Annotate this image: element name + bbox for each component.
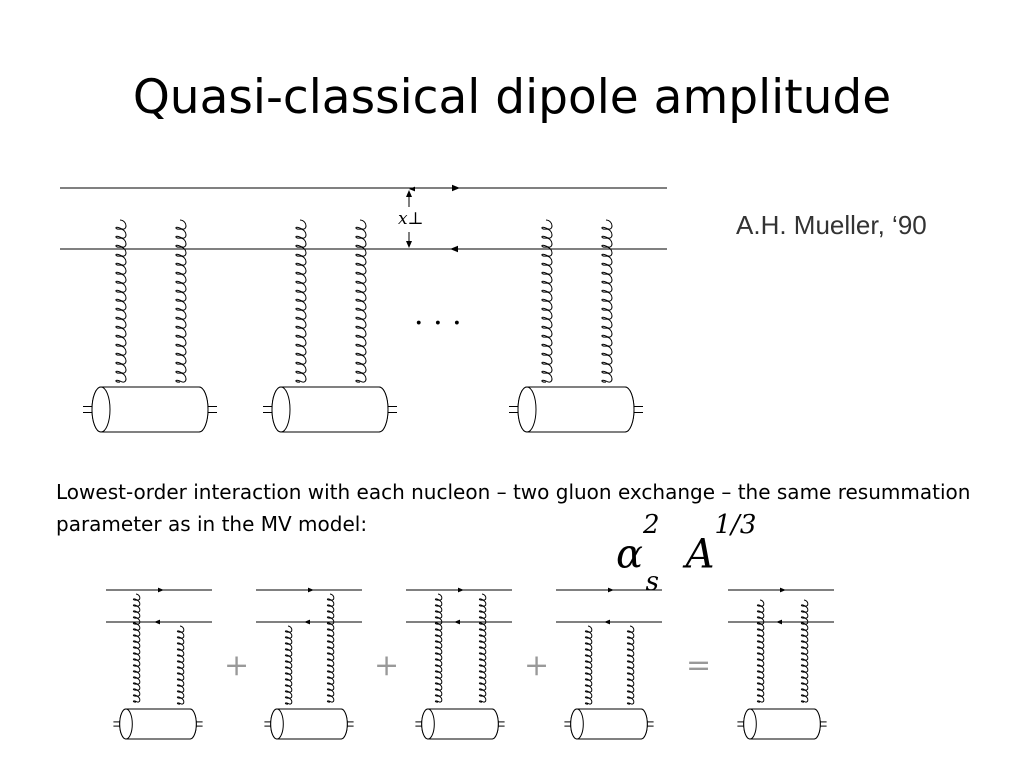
quark-lines	[60, 184, 667, 253]
nucleon-end	[119, 708, 133, 740]
arrow-head	[776, 619, 782, 625]
nucleon-end	[743, 708, 757, 740]
nucleon-end	[271, 386, 291, 433]
arrow-head	[406, 241, 412, 248]
alpha-exponent: 2	[643, 510, 660, 540]
arrow-head	[458, 587, 464, 593]
arrow-head	[608, 587, 614, 593]
nucleon-end	[491, 708, 499, 740]
nucleon-end	[421, 708, 435, 740]
arrow-head	[454, 619, 460, 625]
equals-operator: =	[686, 648, 711, 683]
nucleon-end	[198, 386, 209, 433]
arrow-head	[604, 619, 610, 625]
gluon-line	[115, 219, 127, 383]
arrow-head	[304, 619, 310, 625]
gluon-line	[176, 625, 185, 705]
nucleon-end	[378, 386, 389, 433]
nucleon-end	[570, 708, 584, 740]
gluon-line	[132, 593, 141, 703]
gluon-line	[584, 625, 593, 705]
arrow-head	[450, 245, 458, 253]
plus-operator-2: +	[374, 648, 399, 683]
gluon-line	[601, 219, 613, 383]
arrow-head	[409, 186, 415, 192]
nucleon-end	[624, 386, 635, 433]
gluon-line	[800, 599, 809, 703]
gluon-line	[175, 219, 187, 383]
arrow-head	[158, 587, 164, 593]
arrow-head	[308, 587, 314, 593]
nucleon-end	[813, 708, 821, 740]
arrow-head	[452, 184, 460, 192]
nucleon-end	[91, 386, 111, 433]
plus-operator-3: +	[524, 648, 549, 683]
nucleons	[83, 386, 643, 433]
gluon-line	[626, 625, 635, 705]
gluon-line	[355, 219, 367, 383]
nucleon-end	[340, 708, 348, 740]
slide-title: Quasi-classical dipole amplitude	[132, 70, 892, 125]
nucleon-end	[640, 708, 648, 740]
nucleon-end	[189, 708, 197, 740]
ellipsis: · · ·	[414, 306, 462, 341]
gluon-line	[284, 625, 293, 705]
gluon-line	[434, 593, 443, 703]
caption: Lowest-order interaction with each nucle…	[56, 480, 971, 536]
citation: A.H. Mueller, ‘90	[736, 210, 927, 240]
gluon-line	[478, 593, 487, 703]
mass-number-exponent: 1/3	[714, 510, 757, 540]
gluon-line	[756, 599, 765, 703]
alpha-symbol: α	[616, 531, 644, 578]
arrow-head	[154, 619, 160, 625]
arrow-head	[780, 587, 786, 593]
separation-label: x⊥	[398, 209, 424, 229]
gluon-lines	[115, 219, 613, 383]
arrow-head	[406, 190, 412, 197]
nucleon-end	[270, 708, 284, 740]
nucleon-end	[517, 386, 537, 433]
gluon-line	[326, 593, 335, 703]
gluon-line	[295, 219, 307, 383]
gluon-line	[541, 219, 553, 383]
plus-operator-1: +	[224, 648, 249, 683]
mass-number-symbol: A	[685, 531, 715, 578]
